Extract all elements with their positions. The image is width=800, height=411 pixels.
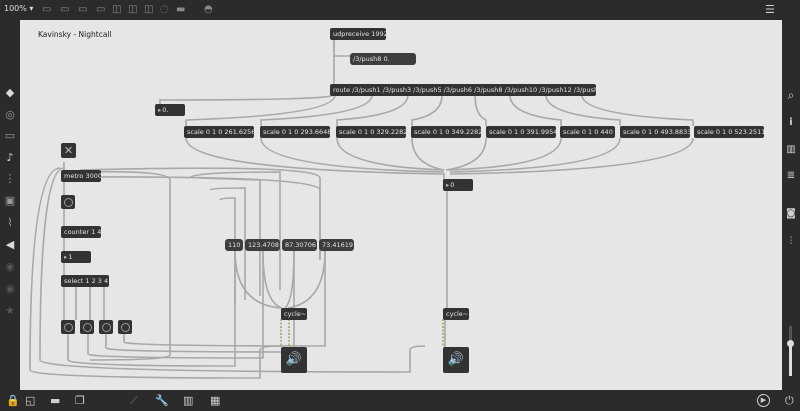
presentation-icon[interactable]: ◱ [25,394,36,407]
lock-icon[interactable]: 🔒 [6,394,20,407]
bang-button-1[interactable] [61,320,75,334]
piano-icon[interactable]: ▥ [183,394,194,407]
right-sidebar [782,20,800,390]
scale-object-7[interactable]: scale 0 1 0 493.8833 [620,126,690,138]
scale-object-5[interactable]: scale 0 1 0 391.9954 [486,126,556,138]
select-object[interactable]: select 1 2 3 4 [61,275,109,287]
counter-object[interactable]: counter 1 4 [61,226,101,238]
paperclip-icon[interactable]: ⌇ [7,216,13,229]
bang-button-4[interactable] [118,320,132,334]
new-object-icon[interactable]: ▭ [42,4,52,15]
info-circle-icon[interactable]: ◉ [5,282,15,295]
bang-ring [83,323,92,332]
patch-cords [29,40,694,379]
search-icon[interactable]: ⌕ [787,88,795,102]
music-note-icon[interactable]: ♪ [6,151,14,164]
freq-message-4[interactable]: 73.41619 [319,239,354,251]
button-object-icon[interactable]: ◫ [112,4,122,15]
bang-button-2[interactable] [80,320,94,334]
comment-icon[interactable]: ▭ [78,4,88,15]
bang-ring [102,323,111,332]
top-toolbar: 100% ▾ ▭ ▭ ▭ ▭ ◫ ◫ ◫ ◌ ▬ ◓ ☰ [0,0,800,20]
folder-icon[interactable]: ▭ [4,129,16,142]
grid-icon[interactable]: ☰ [765,3,775,16]
push8-message[interactable]: /3/push8 0. [350,53,416,65]
freq-message-3[interactable]: 87.30706 [282,239,317,251]
left-sidebar [0,20,20,390]
list-icon[interactable]: ≣ [786,170,796,181]
bang-button[interactable] [61,195,75,209]
speaker-icon[interactable]: 🔊 [281,347,307,373]
scale-object-4[interactable]: scale 0 1 0 349.2282 [411,126,481,138]
volume-slider[interactable] [787,326,794,376]
freq-message-1[interactable]: 110 [225,239,243,251]
bang-ring [64,323,73,332]
camera-icon[interactable]: ◙ [786,208,796,219]
wrench-icon[interactable]: 🔧 [155,394,169,407]
wand-icon[interactable]: ⟋ [130,394,138,407]
star-icon[interactable]: ★ [5,304,15,317]
zoom-value: 100% [4,4,27,13]
help-icon[interactable]: ◉ [5,260,15,273]
audio-object-icon[interactable]: ◓ [204,4,213,15]
cycle-left-object[interactable]: cycle~ [281,308,307,320]
cycle-right-object[interactable]: cycle~ [443,308,469,320]
scale-object-1[interactable]: scale 0 1 0 261.6256 [184,126,254,138]
comment-bubble-icon[interactable]: ▬ [50,394,61,407]
patcher-canvas[interactable] [20,20,782,390]
target-icon[interactable]: ◎ [5,108,15,121]
copy-icon[interactable]: ❐ [75,394,85,407]
scale-object-6[interactable]: scale 0 1 0 440 [560,126,615,138]
image-icon[interactable]: ▣ [4,194,16,207]
bang-ring [121,323,130,332]
metro-object[interactable]: metro 3000 [61,170,101,182]
dial-object-icon[interactable]: ◌ [160,4,169,15]
toggle-object[interactable]: ✕ [61,143,76,158]
chevron-down-icon: ▾ [29,4,34,13]
number-mid[interactable]: 0 [443,179,473,191]
scale-object-8[interactable]: scale 0 1 0 523.2511 [694,126,764,138]
scale-object-2[interactable]: scale 0 1 0 293.6648 [260,126,330,138]
udpreceive-object[interactable]: udpreceive 1992 [330,28,386,40]
sliders-icon[interactable]: ⫶ [789,236,793,247]
bang-button-3[interactable] [99,320,113,334]
scale-object-3[interactable]: scale 0 1 0 329.2282 [336,126,406,138]
route-object[interactable]: route /3/push1 /3/push3 /3/push5 /3/push… [330,84,596,96]
speaker-icon[interactable]: 🔊 [443,347,469,373]
toggle-object-icon[interactable]: ◫ [128,4,138,15]
power-icon[interactable]: ⏻ [785,394,794,407]
volume-slider-fill [789,344,792,376]
title-comment: Kavinsky - Nightcall [38,30,112,39]
package-icon[interactable]: ◆ [5,86,15,99]
bottom-toolbar [0,390,800,411]
slider-object-icon[interactable]: ◫ [144,4,154,15]
number-box-icon[interactable]: ▭ [96,4,106,15]
bang-ring [64,198,73,207]
zoom-menu[interactable]: 100% ▾ [4,4,33,13]
info-icon[interactable]: i [789,117,793,128]
freq-message-2[interactable]: 123.4708 [245,239,280,251]
columns-icon[interactable]: ▥ [786,144,796,155]
counter-number[interactable]: 1 [61,251,91,263]
number-left[interactable]: 0. [155,104,185,116]
message-box-icon[interactable]: ▭ [60,4,70,15]
keyboard-grid-icon[interactable]: ▦ [210,394,221,407]
play-icon[interactable]: ▶ [757,394,770,407]
transport-icon[interactable]: ⋮ [4,172,16,185]
plug-icon[interactable]: ◀ [5,238,15,251]
panel-object-icon[interactable]: ▬ [176,4,186,15]
volume-slider-handle[interactable] [787,340,794,347]
